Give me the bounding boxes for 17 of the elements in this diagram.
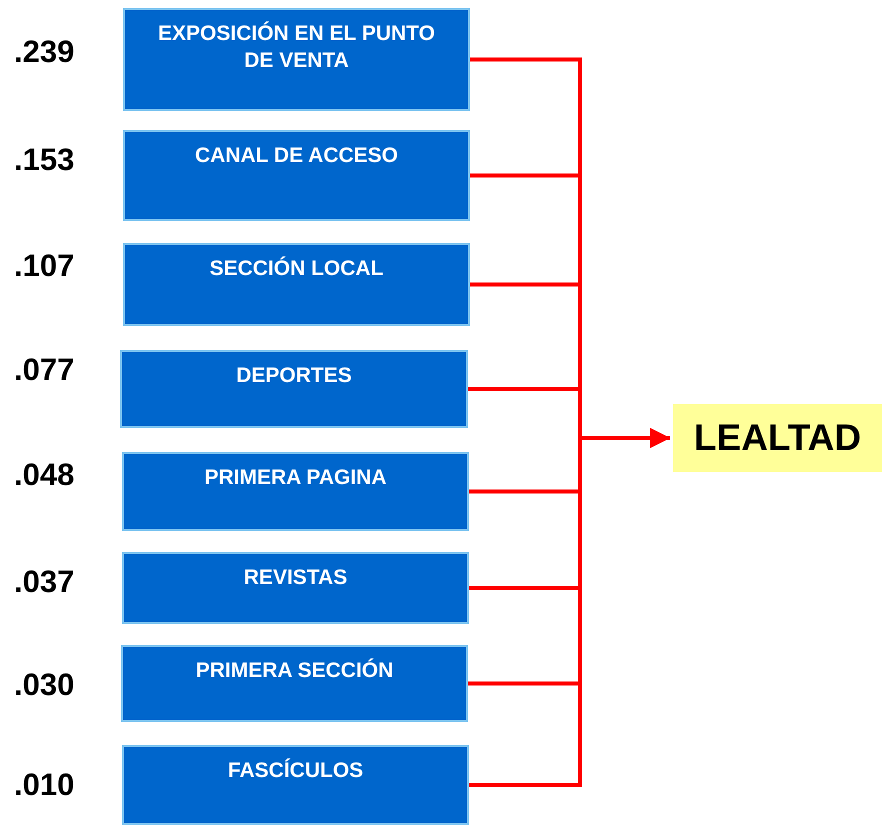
factor-box: CANAL DE ACCESO bbox=[123, 130, 470, 221]
factor-box: EXPOSICIÓN EN EL PUNTO DE VENTA bbox=[123, 8, 470, 111]
factor-box: FASCÍCULOS bbox=[122, 745, 469, 825]
factor-box: PRIMERA PAGINA bbox=[122, 452, 469, 531]
weight-value: .030 bbox=[14, 667, 74, 703]
weight-value: .010 bbox=[14, 767, 74, 803]
weight-value: .077 bbox=[14, 352, 74, 388]
weight-value: .239 bbox=[14, 34, 74, 70]
target-box: LEALTAD bbox=[673, 404, 882, 472]
factor-box: DEPORTES bbox=[120, 350, 468, 428]
factor-box: PRIMERA SECCIÓN bbox=[121, 645, 468, 722]
weight-value: .048 bbox=[14, 457, 74, 493]
weight-value: .107 bbox=[14, 248, 74, 284]
weight-value: .153 bbox=[14, 142, 74, 178]
factor-box: REVISTAS bbox=[122, 552, 469, 624]
factor-box: SECCIÓN LOCAL bbox=[123, 243, 470, 326]
weight-value: .037 bbox=[14, 564, 74, 600]
